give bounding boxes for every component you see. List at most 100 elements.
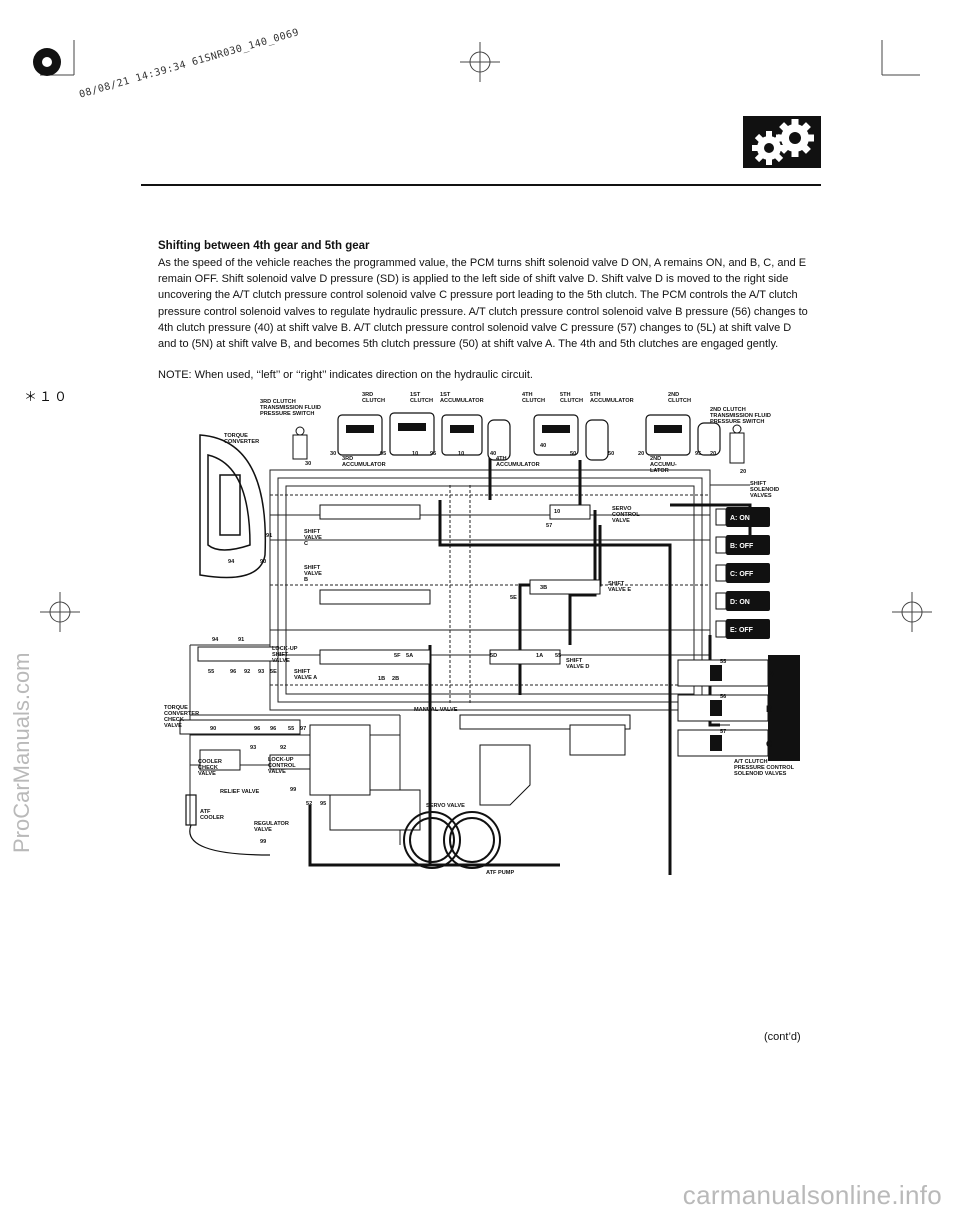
svg-text:PRESSURE CONTROL: PRESSURE CONTROL xyxy=(734,765,795,771)
svg-text:5D: 5D xyxy=(490,653,497,659)
svg-text:SHIFT: SHIFT xyxy=(294,669,311,675)
svg-text:REGULATOR: REGULATOR xyxy=(254,821,289,827)
svg-text:ACCUMU-: ACCUMU- xyxy=(650,462,677,468)
svg-text:CONTROL: CONTROL xyxy=(612,512,640,518)
svg-text:10: 10 xyxy=(412,451,418,457)
svg-text:20: 20 xyxy=(638,451,644,457)
svg-text:SHIFT: SHIFT xyxy=(566,658,583,664)
continued-note: (cont’d) xyxy=(764,1031,801,1043)
svg-text:A: ON: A: ON xyxy=(730,515,750,522)
svg-text:CONVERTER: CONVERTER xyxy=(164,711,199,717)
svg-text:VALVE: VALVE xyxy=(272,658,290,664)
svg-text:99: 99 xyxy=(260,839,266,845)
svg-text:TRANSMISSION FLUID: TRANSMISSION FLUID xyxy=(710,413,771,419)
svg-text:93: 93 xyxy=(258,669,264,675)
svg-text:E: OFF: E: OFF xyxy=(730,627,754,634)
svg-text:1ST: 1ST xyxy=(440,392,451,398)
svg-text:5E: 5E xyxy=(270,669,277,675)
svg-text:30: 30 xyxy=(305,461,311,467)
svg-text:3RD: 3RD xyxy=(342,456,353,462)
svg-text:91: 91 xyxy=(266,533,272,539)
svg-text:VALVE: VALVE xyxy=(304,535,322,541)
svg-text:TORQUE: TORQUE xyxy=(164,705,188,711)
svg-text:MANUAL VALVE: MANUAL VALVE xyxy=(414,707,458,713)
svg-text:VALVE: VALVE xyxy=(268,769,286,775)
svg-text:96: 96 xyxy=(230,669,236,675)
svg-text:40: 40 xyxy=(490,451,496,457)
svg-text:94: 94 xyxy=(212,637,219,643)
svg-text:B: B xyxy=(304,577,308,583)
svg-text:5E: 5E xyxy=(510,595,517,601)
hydraulic-circuit-diagram: 3RD CLUTCH TRANSMISSION FLUID PRESSURE S… xyxy=(164,392,800,875)
svg-text:CLUTCH: CLUTCH xyxy=(522,398,545,404)
svg-text:ACCUMULATOR: ACCUMULATOR xyxy=(590,398,634,404)
svg-text:SHIFT: SHIFT xyxy=(608,581,625,587)
svg-text:SOLENOID VALVES: SOLENOID VALVES xyxy=(734,771,787,777)
section-heading: Shifting between 4th gear and 5th gear xyxy=(158,240,370,252)
svg-text:D: ON: D: ON xyxy=(730,599,750,606)
svg-text:4TH: 4TH xyxy=(496,456,507,462)
svg-text:LOCK-UP: LOCK-UP xyxy=(268,757,294,763)
svg-text:99: 99 xyxy=(290,787,296,793)
svg-text:SHIFT: SHIFT xyxy=(272,652,289,658)
svg-text:50: 50 xyxy=(608,451,614,457)
svg-text:1ST: 1ST xyxy=(410,392,421,398)
svg-text:SOLENOID: SOLENOID xyxy=(750,487,779,493)
svg-text:10: 10 xyxy=(458,451,464,457)
svg-text:52: 52 xyxy=(306,801,312,807)
svg-text:57: 57 xyxy=(546,523,552,529)
svg-text:COOLER: COOLER xyxy=(200,815,224,821)
svg-text:56: 56 xyxy=(720,694,726,700)
svg-text:SERVO: SERVO xyxy=(612,506,632,512)
svg-text:5TH: 5TH xyxy=(560,392,571,398)
svg-text:94: 94 xyxy=(228,559,235,565)
svg-text:PRESSURE SWITCH: PRESSURE SWITCH xyxy=(710,419,764,425)
svg-text:SHIFT: SHIFT xyxy=(750,481,767,487)
svg-text:CHECK: CHECK xyxy=(198,765,218,771)
svg-text:C: C xyxy=(766,739,773,749)
svg-text:C: C xyxy=(304,541,308,547)
svg-text:TRANSMISSION FLUID: TRANSMISSION FLUID xyxy=(260,405,321,411)
svg-text:4TH: 4TH xyxy=(522,392,533,398)
svg-text:LATOR: LATOR xyxy=(650,468,669,474)
svg-text:COOLER: COOLER xyxy=(198,759,222,765)
svg-text:SHIFT: SHIFT xyxy=(304,529,321,535)
svg-text:B: B xyxy=(766,704,773,714)
svg-text:VALVE: VALVE xyxy=(304,571,322,577)
svg-text:92: 92 xyxy=(280,745,286,751)
svg-text:2ND: 2ND xyxy=(650,456,661,462)
svg-text:VALVE: VALVE xyxy=(164,723,182,729)
svg-text:CHECK: CHECK xyxy=(164,717,184,723)
svg-text:VALVES: VALVES xyxy=(750,493,772,499)
svg-text:10: 10 xyxy=(554,509,560,515)
svg-text:RELIEF VALVE: RELIEF VALVE xyxy=(220,789,260,795)
svg-text:95: 95 xyxy=(320,801,326,807)
svg-text:55: 55 xyxy=(720,659,726,665)
svg-text:CONTROL: CONTROL xyxy=(268,763,296,769)
svg-text:1A: 1A xyxy=(536,653,543,659)
svg-text:ATF PUMP: ATF PUMP xyxy=(486,870,514,875)
svg-text:20: 20 xyxy=(740,469,746,475)
svg-text:2B: 2B xyxy=(392,676,399,682)
svg-text:95: 95 xyxy=(430,451,436,457)
svg-text:3B: 3B xyxy=(540,585,547,591)
svg-text:ACCUMULATOR: ACCUMULATOR xyxy=(342,462,386,468)
svg-text:VALVE: VALVE xyxy=(254,827,272,833)
svg-text:C: OFF: C: OFF xyxy=(730,571,754,578)
svg-text:90: 90 xyxy=(210,726,216,732)
svg-text:CLUTCH: CLUTCH xyxy=(560,398,583,404)
svg-text:1B: 1B xyxy=(378,676,385,682)
svg-text:96: 96 xyxy=(254,726,260,732)
section-note: NOTE: When used, ‘‘left’’ or ‘‘right’’ i… xyxy=(158,369,533,381)
svg-text:55: 55 xyxy=(288,726,294,732)
svg-text:55: 55 xyxy=(208,669,214,675)
svg-text:5TH: 5TH xyxy=(590,392,601,398)
svg-text:VALVE: VALVE xyxy=(198,771,216,777)
section-body: As the speed of the vehicle reaches the … xyxy=(158,257,808,351)
svg-text:A/T CLUTCH: A/T CLUTCH xyxy=(734,759,768,765)
gear-icon xyxy=(743,116,821,168)
svg-text:2ND: 2ND xyxy=(668,392,679,398)
svg-text:PRESSURE SWITCH: PRESSURE SWITCH xyxy=(260,411,314,417)
page-marker: ＊１０ xyxy=(24,389,70,404)
header-rule xyxy=(141,184,821,186)
